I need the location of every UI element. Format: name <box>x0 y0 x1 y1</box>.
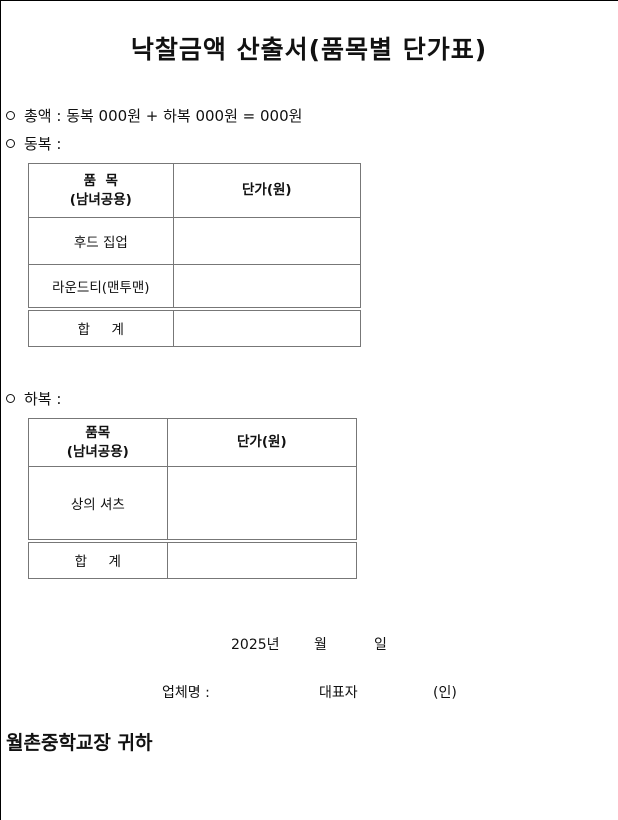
total-value-cell[interactable] <box>172 306 362 347</box>
total-label-cell: 합 계 <box>28 538 168 579</box>
total-line: 총액 : 동복 000원 + 하복 000원 = 000원 <box>6 105 302 126</box>
price-cell[interactable] <box>172 217 362 265</box>
date-month: 월 <box>314 637 327 653</box>
total-label-cell: 합 계 <box>28 306 174 347</box>
circle-bullet-icon <box>6 111 15 120</box>
winter-heading-line: 동복 : <box>6 133 61 154</box>
item-column-header: 품 목 (남녀공용) <box>28 163 174 218</box>
table-row: 상의 셔츠 <box>28 466 358 541</box>
total-value-cell[interactable] <box>166 538 358 579</box>
recipient-line: 월촌중학교장 귀하 <box>6 732 153 754</box>
table-header-row: 품 목 (남녀공용) 단가(원) <box>28 163 362 218</box>
table-row: 후드 집업 <box>28 217 362 265</box>
table-row: 라운드티(맨투맨) <box>28 264 362 309</box>
representative-label: 대표자 <box>319 685 358 701</box>
document-title: 낙찰금액 산출서(품목별 단가표) <box>130 35 488 64</box>
page-border-top <box>0 0 618 1</box>
item-name-cell: 후드 집업 <box>28 217 174 265</box>
winter-heading: 동복 : <box>24 135 62 153</box>
table-header-row: 품목 (남녀공용) 단가(원) <box>28 418 358 467</box>
item-header-line1: 품목 <box>85 424 111 441</box>
price-cell[interactable] <box>172 264 362 309</box>
item-header-line2: (남녀공용) <box>69 191 132 208</box>
price-cell[interactable] <box>166 466 358 541</box>
seal-mark: (인) <box>433 685 457 701</box>
summer-heading-line: 하복 : <box>6 388 61 409</box>
item-header-line1: 품 목 <box>83 172 118 189</box>
total-row: 합 계 <box>28 306 362 347</box>
date-year: 2025년 <box>231 637 280 653</box>
summer-heading: 하복 : <box>24 390 62 408</box>
winter-price-table: 품 목 (남녀공용) 단가(원) 후드 집업 라운드티(맨투맨) 합 계 <box>28 163 362 347</box>
summer-price-table: 품목 (남녀공용) 단가(원) 상의 셔츠 합 계 <box>28 418 358 579</box>
price-column-header: 단가(원) <box>166 418 358 467</box>
price-column-header: 단가(원) <box>172 163 362 218</box>
item-column-header: 품목 (남녀공용) <box>28 418 168 467</box>
total-row: 합 계 <box>28 538 358 579</box>
circle-bullet-icon <box>6 394 15 403</box>
page-border-left <box>0 0 1 820</box>
item-header-line2: (남녀공용) <box>66 443 129 460</box>
date-day: 일 <box>374 637 387 653</box>
circle-bullet-icon <box>6 139 15 148</box>
company-label: 업체명 : <box>162 685 210 701</box>
item-name-cell: 라운드티(맨투맨) <box>28 264 174 309</box>
item-name-cell: 상의 셔츠 <box>28 466 168 541</box>
total-amount-text: 총액 : 동복 000원 + 하복 000원 = 000원 <box>24 107 303 125</box>
